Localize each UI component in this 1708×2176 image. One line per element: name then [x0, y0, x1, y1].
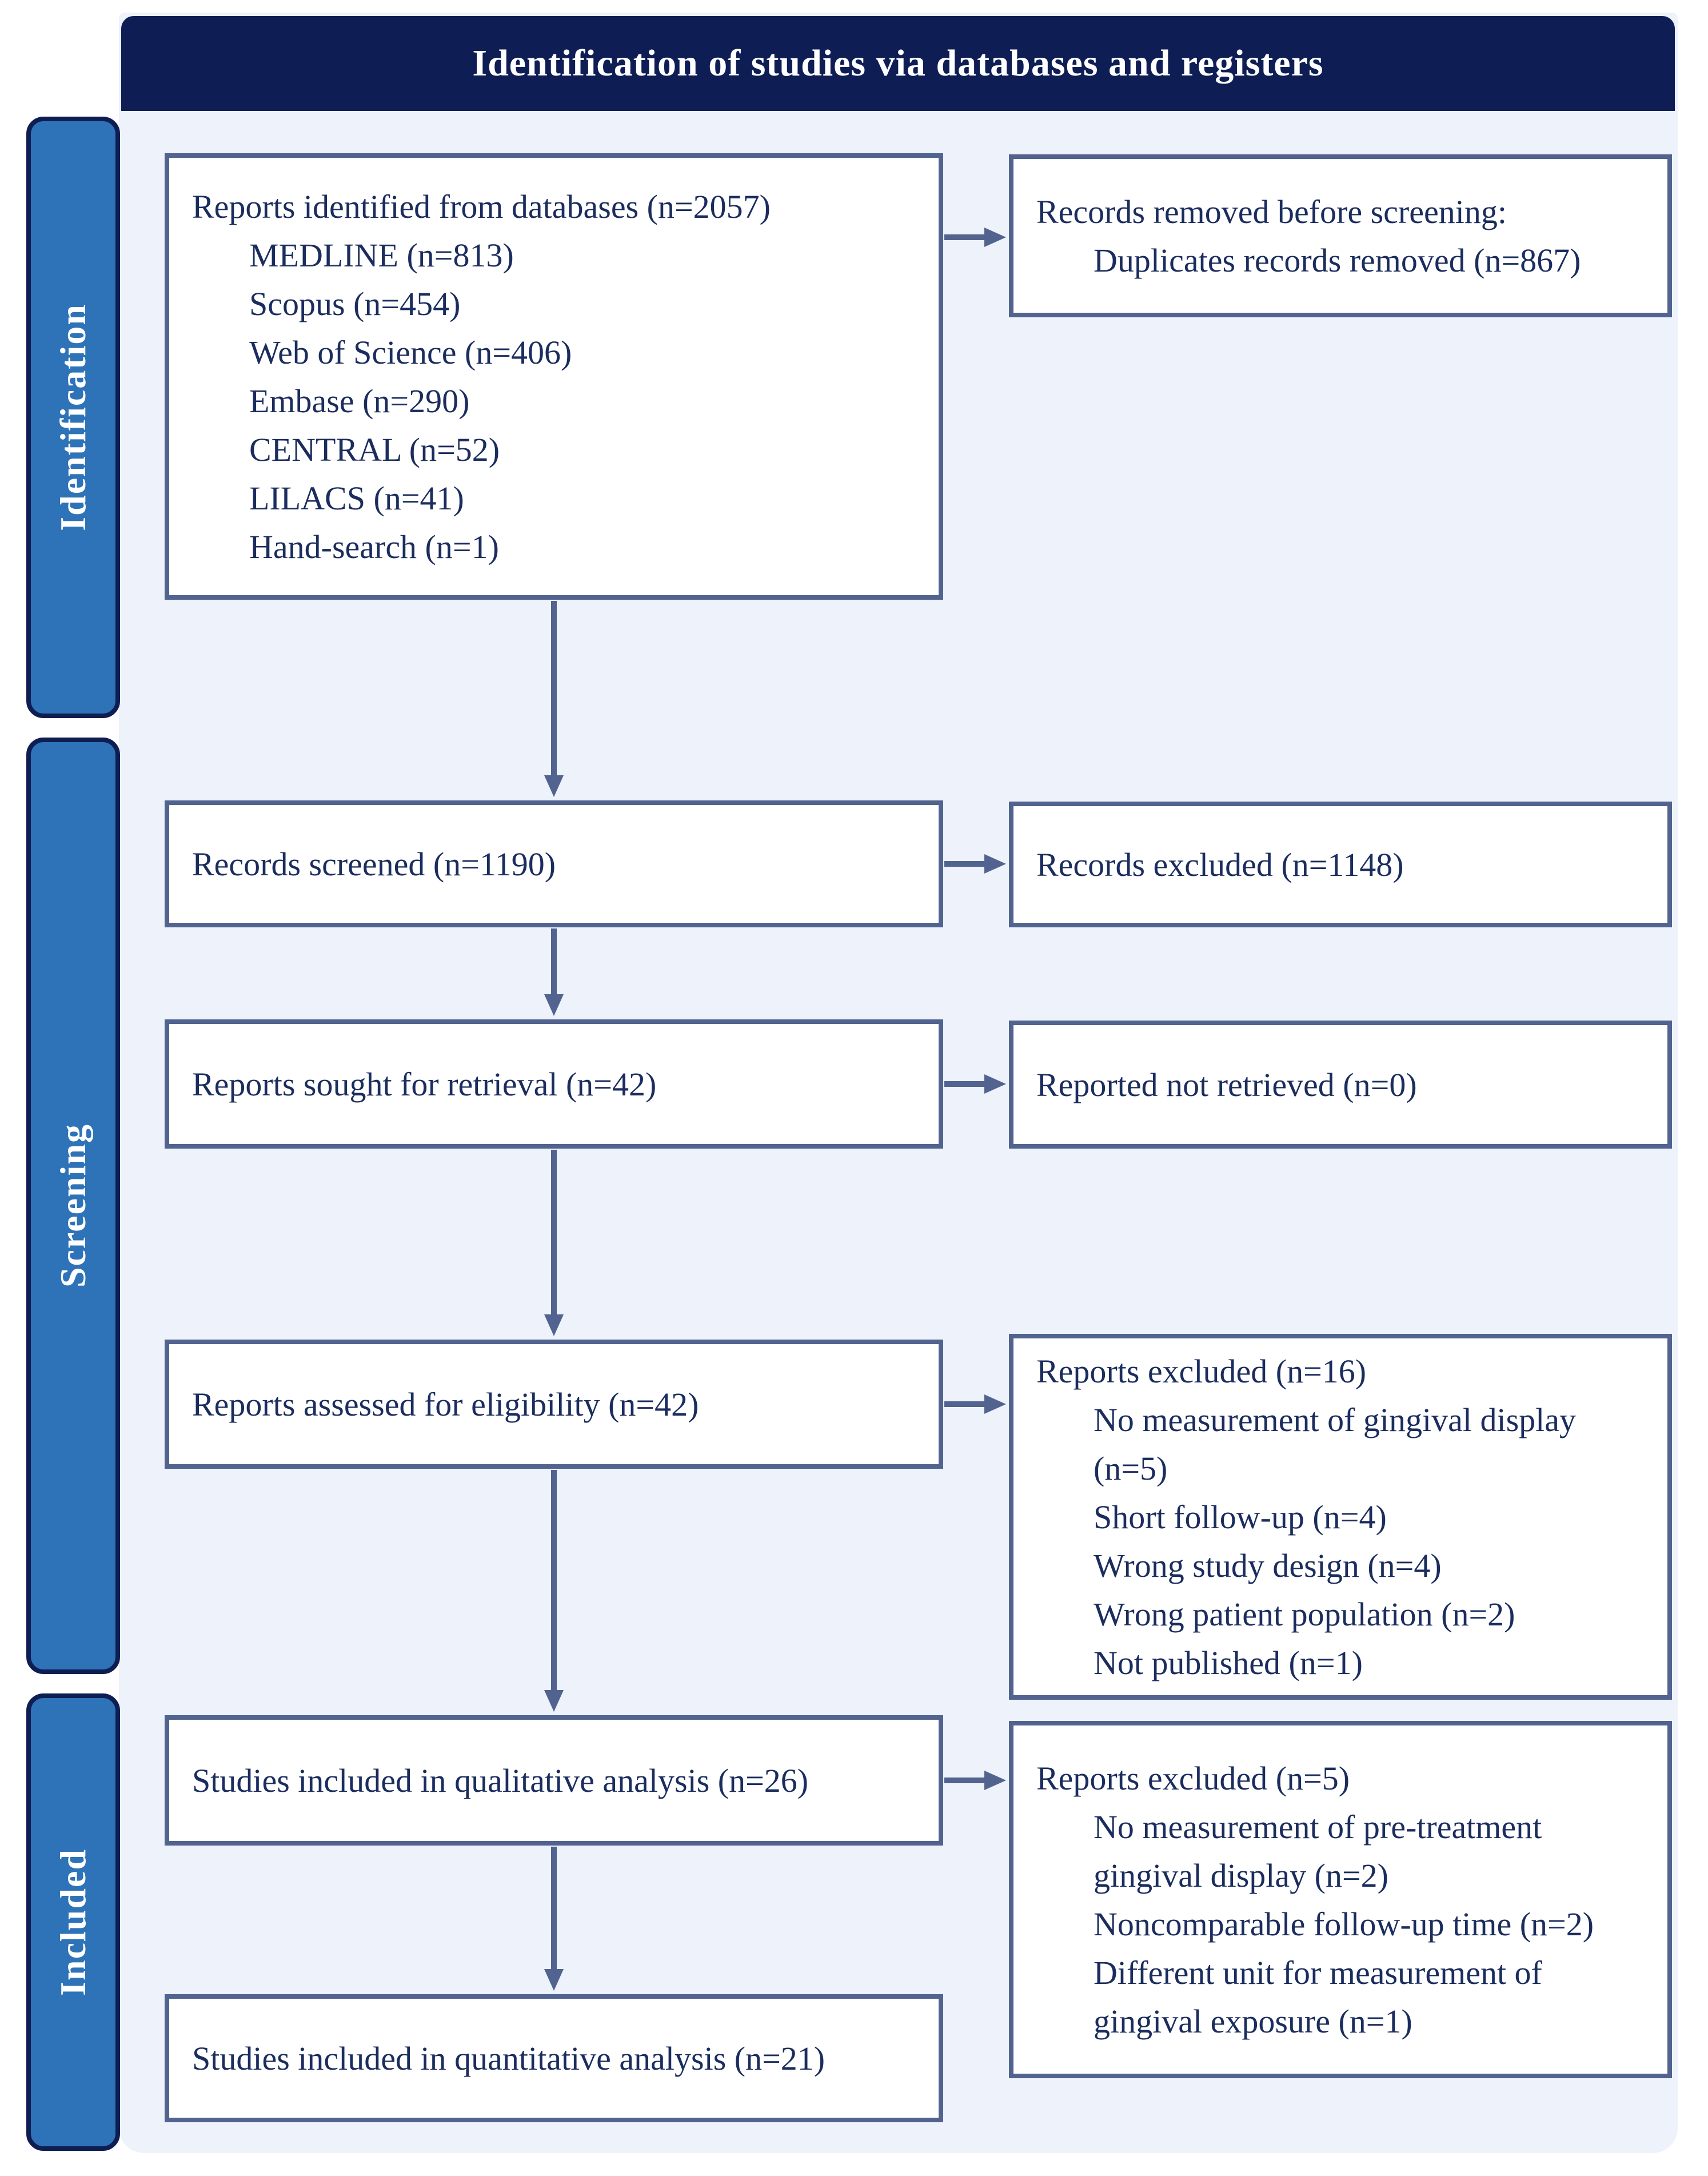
database-item: MEDLINE (n=813): [249, 236, 514, 274]
box-heading: Studies included in quantitative analysi…: [192, 2039, 825, 2077]
box-heading: Reported not retrieved (n=0): [1036, 1066, 1417, 1103]
box-reports-excluded-qualitative: Reports excluded (n=5) No measurement of…: [1009, 1721, 1672, 2078]
box-records-removed: Records removed before screening: Duplic…: [1009, 154, 1672, 317]
box-reports-assessed: Reports assessed for eligibility (n=42): [165, 1340, 943, 1469]
box-heading: Records removed before screening:: [1036, 193, 1507, 230]
database-item: Web of Science (n=406): [249, 333, 572, 371]
box-heading: Records excluded (n=1148): [1036, 846, 1404, 883]
diagram-title: Identification of studies via databases …: [472, 42, 1324, 84]
box-studies-qualitative: Studies included in qualitative analysis…: [165, 1715, 943, 1846]
box-heading: Records screened (n=1190): [192, 845, 556, 883]
reason-item: No measurement of gingival display (n=5): [1094, 1401, 1577, 1487]
reason-item: No measurement of pre-treatment gingival…: [1094, 1808, 1542, 1894]
database-item: LILACS (n=41): [249, 479, 464, 517]
diagram-header-bar: Identification of studies via databases …: [121, 16, 1675, 111]
phase-tab-identification-label: Identification: [53, 304, 93, 531]
phase-tab-screening: Screening: [26, 738, 120, 1674]
reason-item: Wrong patient population (n=2): [1094, 1595, 1515, 1633]
reason-item: Short follow-up (n=4): [1094, 1498, 1387, 1536]
database-item: Scopus (n=454): [249, 285, 461, 322]
box-records-screened: Records screened (n=1190): [165, 800, 943, 927]
box-heading: Reports assessed for eligibility (n=42): [192, 1385, 699, 1423]
box-records-excluded: Records excluded (n=1148): [1009, 802, 1672, 927]
database-item: Hand-search (n=1): [249, 528, 499, 565]
box-reports-identified: Reports identified from databases (n=205…: [165, 153, 943, 600]
phase-tab-screening-label: Screening: [53, 1123, 93, 1288]
phase-tab-included-label: Included: [53, 1848, 93, 1996]
box-heading: Studies included in qualitative analysis…: [192, 1761, 809, 1799]
box-heading: Reports identified from databases (n=205…: [192, 188, 771, 225]
box-heading: Reports excluded (n=5): [1036, 1759, 1350, 1797]
reason-item: Duplicates records removed (n=867): [1094, 241, 1581, 279]
box-reports-sought: Reports sought for retrieval (n=42): [165, 1019, 943, 1149]
reason-item: Noncomparable follow-up time (n=2): [1094, 1905, 1594, 1943]
phase-tab-included: Included: [26, 1693, 120, 2151]
database-item: Embase (n=290): [249, 382, 470, 420]
box-reports-excluded-eligibility: Reports excluded (n=16) No measurement o…: [1009, 1334, 1672, 1700]
reason-item: Different unit for measurement of gingiv…: [1094, 1954, 1542, 2040]
database-item: CENTRAL (n=52): [249, 431, 500, 468]
box-studies-quantitative: Studies included in quantitative analysi…: [165, 1994, 943, 2122]
reason-item: Wrong study design (n=4): [1094, 1547, 1442, 1584]
box-heading: Reports excluded (n=16): [1036, 1352, 1367, 1390]
reason-item: Not published (n=1): [1094, 1644, 1363, 1681]
box-reports-not-retrieved: Reported not retrieved (n=0): [1009, 1021, 1672, 1149]
phase-tab-identification: Identification: [26, 117, 120, 718]
box-heading: Reports sought for retrieval (n=42): [192, 1065, 657, 1103]
